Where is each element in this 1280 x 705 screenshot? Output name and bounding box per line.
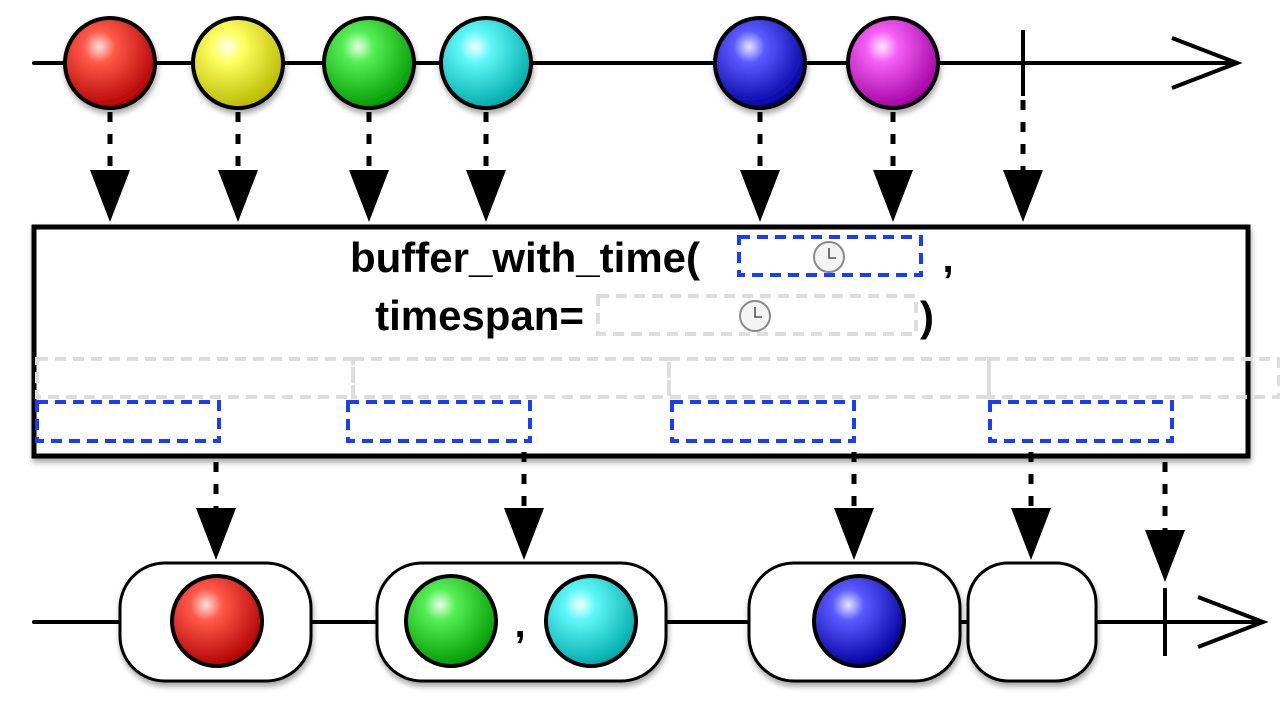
arrow-head-icon: [466, 170, 506, 222]
buffer-window: [988, 400, 1174, 443]
input-marbles: [63, 16, 940, 110]
marble-magenta: [846, 16, 940, 110]
arrow-head-icon: [1197, 595, 1269, 649]
buffer-windows: [35, 400, 1174, 443]
timespan-window: [351, 357, 671, 399]
arrow-head-icon: [1011, 508, 1051, 560]
timespan-box: [596, 294, 918, 336]
buffer-separator: ,: [514, 602, 525, 646]
buffer-marble-green: [404, 574, 498, 668]
buffer-container-empty: [966, 561, 1098, 683]
window-duration-box: [737, 235, 923, 277]
arrow-head-icon: [218, 170, 258, 222]
marble-green: [322, 16, 416, 110]
arrow-head-icon: [349, 170, 389, 222]
arrow-head-icon: [196, 508, 236, 560]
arrow-head-icon: [740, 170, 780, 222]
buffer-window: [346, 400, 532, 443]
operator-close-paren: ): [920, 293, 934, 340]
param-label: timespan=: [375, 292, 584, 339]
arrow-head-icon: [873, 170, 913, 222]
buffer-window: [35, 400, 221, 443]
input-arrowheads: [90, 170, 1043, 222]
arrow-head-icon: [834, 508, 874, 560]
timespan-windows: [35, 357, 1280, 399]
marble-red: [63, 16, 157, 110]
clock-icon: [813, 241, 845, 273]
arrow-head-icon: [90, 170, 130, 222]
buffer-marble-blue: [812, 574, 906, 668]
operator-frame: [31, 224, 1251, 459]
output-arrowheads: [196, 508, 1185, 582]
timespan-window: [987, 357, 1280, 399]
operator-comma: ,: [942, 237, 953, 281]
buffer-marble-red: [170, 574, 264, 668]
operator-name: buffer_with_time(: [350, 234, 700, 281]
arrow-head-icon: [504, 508, 544, 560]
arrow-head-icon: [1003, 170, 1043, 222]
buffer-window: [670, 400, 856, 443]
clock-icon: [739, 300, 771, 332]
buffer-marble-cyan: [544, 574, 638, 668]
arrow-head-icon: [1171, 36, 1243, 90]
marble-blue: [713, 16, 807, 110]
marble-cyan: [439, 16, 533, 110]
output-buffers: ,: [118, 561, 1098, 683]
marble-yellow: [191, 16, 285, 110]
operator-box: buffer_with_time( , timespan= ): [31, 224, 1280, 459]
arrow-head-icon: [1145, 530, 1185, 582]
